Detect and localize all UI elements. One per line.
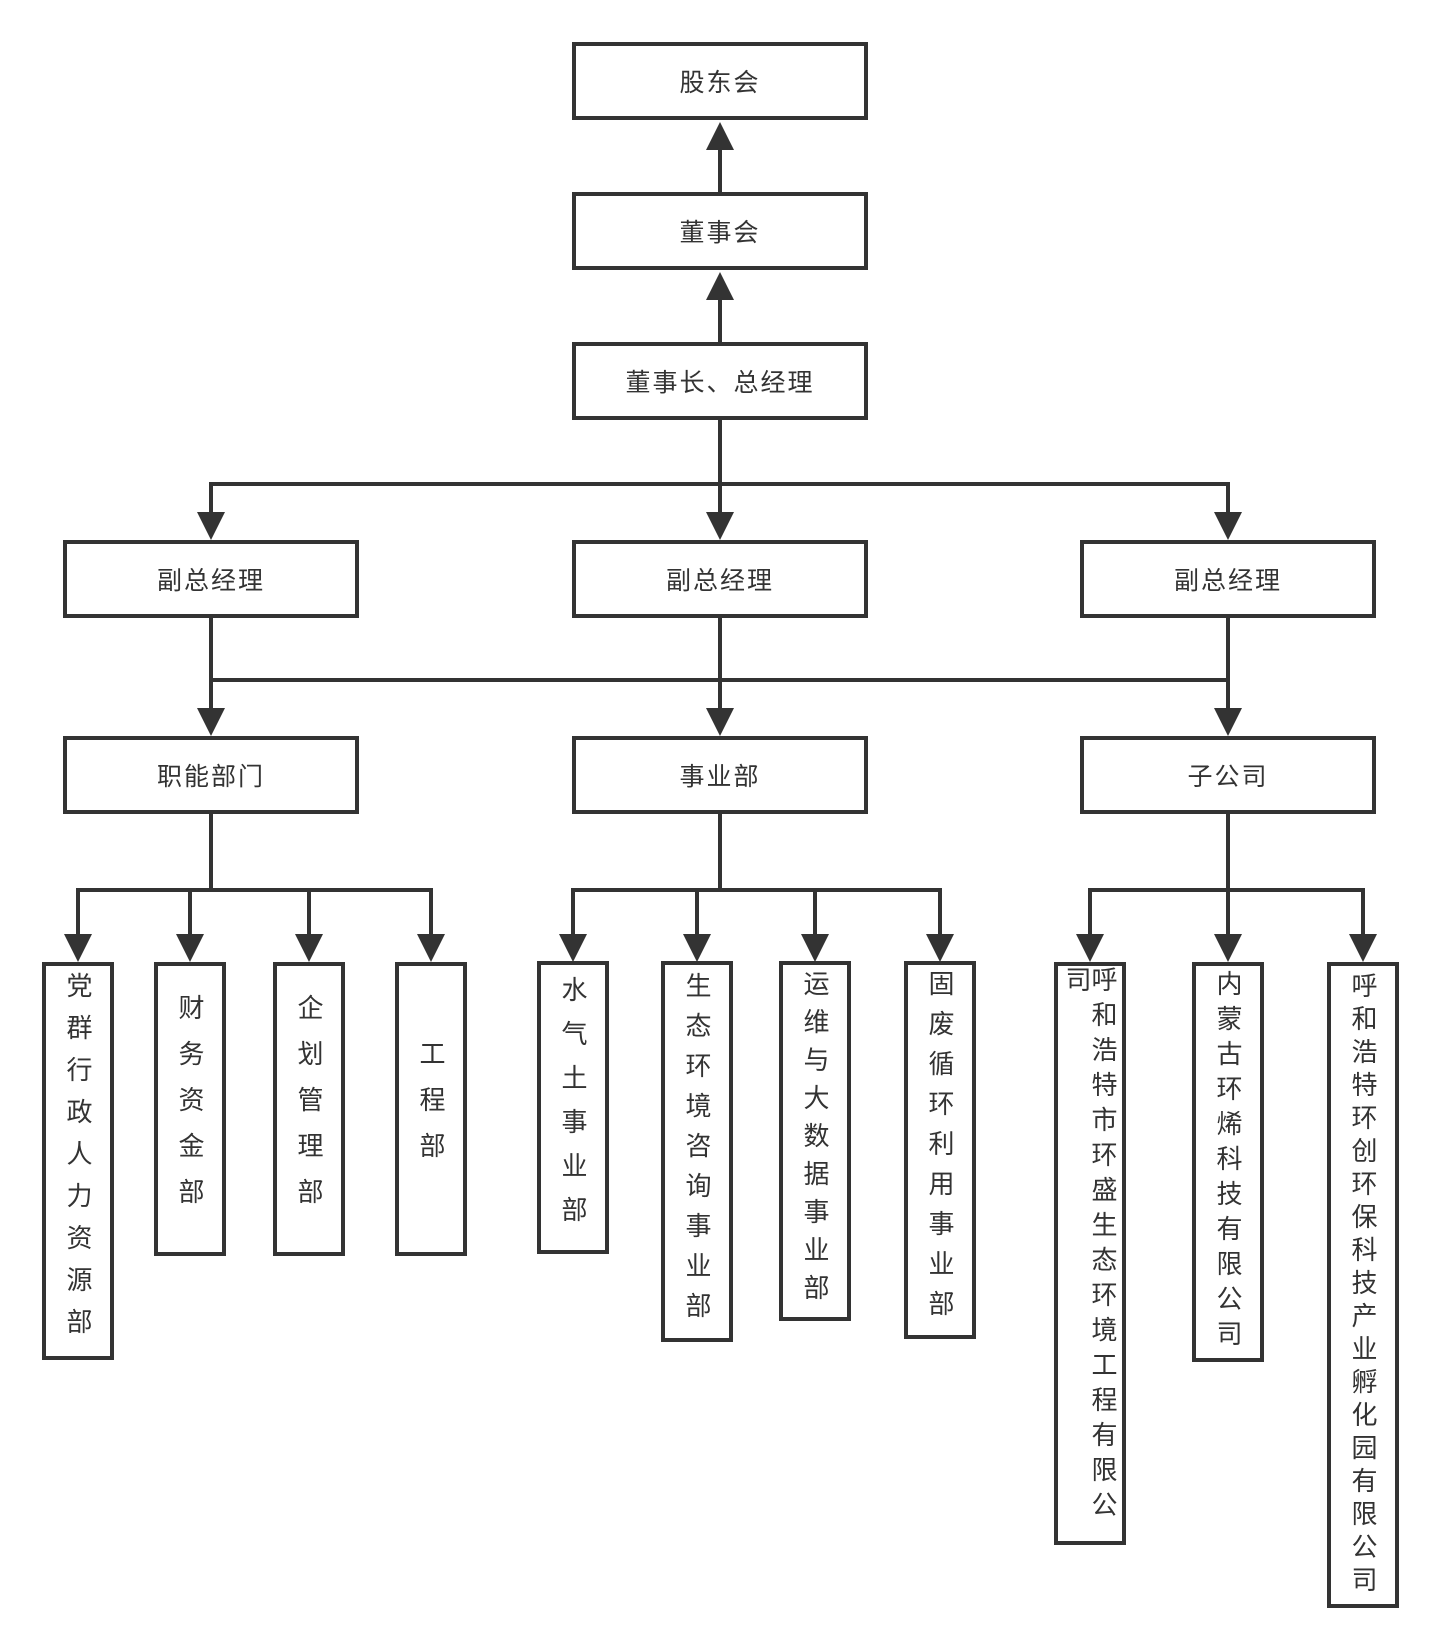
connector-drop [938,888,942,938]
connector-drop-functional [209,678,213,712]
node-division-eco-env-consulting: 生态环境咨询事业部 [661,961,733,1342]
node-business-divisions: 事业部 [572,736,868,814]
node-deputy-gm-middle-label: 副总经理 [665,567,774,595]
node-dept-planning-management: 企划管理部 [273,962,345,1256]
arrow-up-icon [706,122,734,150]
arrow-up-icon [706,272,734,300]
connector-drop-divisions [718,678,722,712]
node-dept-engineering: 工程部 [395,962,467,1256]
connector-deputy-left-stem [209,616,213,682]
node-deputy-gm-left: 副总经理 [63,540,359,618]
node-chairman-gm-label: 董事长、总经理 [625,369,815,397]
connector-drop [813,888,817,938]
node-chairman-gm: 董事长、总经理 [572,342,868,420]
node-board: 董事会 [572,192,868,270]
node-division-om-bigdata: 运维与大数据事业部 [779,961,851,1321]
node-deputy-gm-right: 副总经理 [1080,540,1376,618]
node-deputy-gm-left-label: 副总经理 [156,567,265,595]
arrow-down-icon [1214,708,1242,736]
connector-board-shareholders [718,146,722,192]
connector-drop-middle [718,482,722,516]
connector-functional-stem [209,812,213,892]
node-deputy-gm-right-label: 副总经理 [1173,567,1282,595]
connector-drop [307,888,311,938]
arrow-down-icon [295,934,323,962]
arrow-down-icon [706,512,734,540]
connector-chairman-stem [718,420,722,484]
connector-chairman-board [718,298,722,342]
arrow-down-icon [801,934,829,962]
node-subsidiary-label: 内蒙古环烯科技有限公司 [1213,969,1243,1355]
node-dept-label: 党群行政人力资源部 [63,972,93,1350]
connector-split-divisions [571,888,942,892]
connector-drop [1361,888,1365,938]
connector-drop [76,888,80,938]
connector-drop-subsidiaries [1226,678,1230,712]
node-functional-departments: 职能部门 [63,736,359,814]
node-business-divisions-label: 事业部 [679,763,761,791]
arrow-down-icon [1214,934,1242,962]
connector-subsidiaries-stem [1226,812,1230,892]
connector-deputy-right-stem [1226,616,1230,682]
arrow-down-icon [1214,512,1242,540]
node-subsidiary-label: 呼和浩特市环盛生态环境工程有限公司 [1062,966,1118,1526]
arrow-down-icon [176,934,204,962]
arrow-down-icon [1076,934,1104,962]
arrow-down-icon [706,708,734,736]
node-dept-label: 工程部 [416,1040,446,1178]
node-functional-departments-label: 职能部门 [156,763,265,791]
connector-drop-right [1226,482,1230,516]
node-division-label: 固废循环利用事业部 [925,970,955,1330]
node-division-solid-waste-recycling: 固废循环利用事业部 [904,961,976,1339]
node-subsidiary-huanchuang-incubator: 呼和浩特环创环保科技产业孵化园有限公司 [1327,962,1399,1608]
connector-split-functional [76,888,433,892]
arrow-down-icon [926,934,954,962]
arrow-down-icon [559,934,587,962]
node-dept-finance-funds: 财务资金部 [154,962,226,1256]
node-board-label: 董事会 [679,219,761,247]
connector-drop-left [209,482,213,516]
node-division-label: 水气土事业部 [558,975,588,1240]
arrow-down-icon [197,512,225,540]
connector-drop [1226,888,1230,938]
node-division-water-air-soil: 水气土事业部 [537,961,609,1254]
connector-drop [188,888,192,938]
arrow-down-icon [1349,934,1377,962]
arrow-down-icon [197,708,225,736]
node-dept-label: 财务资金部 [175,994,205,1224]
node-subsidiary-huansheng-eco-env: 呼和浩特市环盛生态环境工程有限公司 [1054,962,1126,1545]
arrow-down-icon [64,934,92,962]
connector-deputy-middle-stem [718,616,722,682]
node-subsidiary-huanxi-tech: 内蒙古环烯科技有限公司 [1192,962,1264,1362]
node-dept-label: 企划管理部 [294,994,324,1224]
node-dept-party-admin-hr: 党群行政人力资源部 [42,962,114,1360]
node-subsidiary-label: 呼和浩特环创环保科技产业孵化园有限公司 [1348,971,1378,1599]
connector-drop [1088,888,1092,938]
node-subsidiaries-label: 子公司 [1187,763,1269,791]
arrow-down-icon [417,934,445,962]
connector-drop [429,888,433,938]
node-shareholders: 股东会 [572,42,868,120]
connector-drop [695,888,699,938]
connector-drop [571,888,575,938]
node-division-label: 运维与大数据事业部 [800,970,830,1312]
arrow-down-icon [683,934,711,962]
node-division-label: 生态环境咨询事业部 [682,971,712,1332]
node-subsidiaries: 子公司 [1080,736,1376,814]
connector-divisions-stem [718,812,722,892]
node-deputy-gm-middle: 副总经理 [572,540,868,618]
node-shareholders-label: 股东会 [679,69,761,97]
